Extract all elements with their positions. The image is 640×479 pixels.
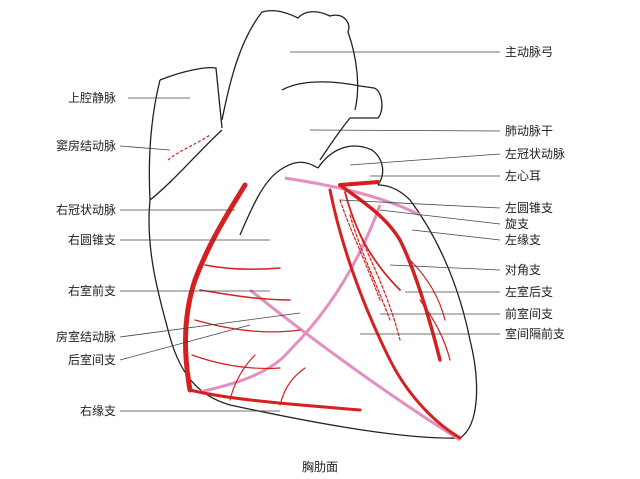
- label-circumflex: 旋支: [505, 217, 529, 231]
- label-superior-vena-cava: 上腔静脉: [4, 91, 116, 105]
- label-av-node-artery: 房室结动脉: [4, 330, 116, 344]
- label-diagonal: 对角支: [505, 263, 541, 277]
- left-coronary-trunk: [340, 182, 378, 185]
- label-left-auricle: 左心耳: [505, 169, 541, 183]
- caption: 胸肋面: [0, 458, 640, 475]
- right-atrium-outline: [150, 130, 222, 200]
- label-right-conus-branch: 右圆锥支: [4, 233, 116, 247]
- label-left-coronary-artery: 左冠状动脉: [505, 147, 565, 161]
- label-right-coronary-artery: 右冠状动脉: [4, 203, 116, 217]
- label-posterior-interventricular: 后室间支: [4, 353, 116, 367]
- label-septal-anterior: 室间隔前支: [505, 327, 565, 341]
- right-coronary-main: [185, 185, 245, 390]
- heart-outline: [149, 11, 477, 438]
- septal-branch-3: [360, 235, 400, 340]
- septal-lines: [200, 178, 460, 440]
- right-conus-branch: [205, 265, 280, 269]
- label-left-conus-branch: 左圆锥支: [505, 201, 553, 215]
- left-coronary-system: [330, 182, 460, 438]
- label-pulmonary-trunk: 肺动脉干: [505, 124, 553, 138]
- right-branch-4: [192, 355, 280, 368]
- left-auricle-outline: [318, 146, 383, 185]
- label-sinoatrial-artery: 窦房结动脉: [4, 139, 116, 153]
- label-left-posterior: 左室后支: [505, 285, 553, 299]
- label-right-ventricular-branch: 右室前支: [4, 284, 116, 298]
- label-left-marginal: 左缘支: [505, 233, 541, 247]
- label-anterior-interventricular: 前室间支: [505, 307, 553, 321]
- right-ventricular-branch: [200, 290, 290, 300]
- label-aortic-arch: 主动脉弓: [505, 45, 553, 59]
- heart-body-outline: [149, 80, 477, 438]
- label-right-marginal: 右缘支: [4, 404, 116, 418]
- right-branch-6: [280, 368, 305, 405]
- conus-outline: [240, 162, 318, 235]
- aorta-outline: [222, 11, 358, 120]
